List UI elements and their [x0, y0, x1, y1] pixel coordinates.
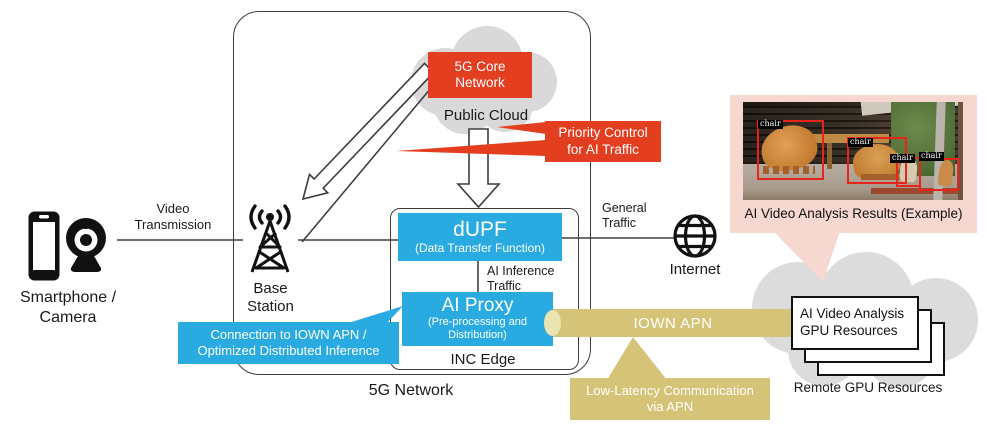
iown-apn-label: IOWN APN — [633, 314, 713, 332]
inc-edge-box — [390, 208, 579, 370]
detection-label-3: chair — [890, 153, 915, 163]
general-traffic-label: General Traffic — [602, 201, 647, 231]
photo-chair-2-base — [861, 174, 901, 180]
detection-label-4: chair — [919, 151, 944, 161]
analysis-photo: chair chair chair chair — [743, 102, 963, 200]
photo-wall-edge — [958, 102, 963, 200]
public-cloud-label: Public Cloud — [443, 107, 529, 124]
photo-table-leg — [827, 143, 832, 169]
priority-callout: Priority Control for AI Traffic — [545, 121, 661, 162]
five-g-core-label: 5G Core Network — [454, 58, 506, 90]
dupf-subtitle: (Data Transfer Function) — [414, 240, 546, 255]
inc-edge-label: INC Edge — [450, 351, 516, 368]
arrow-core-to-basestation — [301, 62, 435, 201]
smartphone-icon — [27, 210, 63, 282]
ai-proxy-box: AI Proxy (Pre-processing and Distributio… — [402, 292, 553, 346]
dupf-box: dUPF (Data Transfer Function) — [398, 213, 562, 261]
priority-callout-tails — [396, 122, 546, 156]
arrow-cloud-to-dupf — [456, 128, 501, 209]
connector-lines — [117, 87, 676, 293]
connection-callout-label: Connection to IOWN APN / Optimized Distr… — [197, 327, 380, 358]
five-g-core-box: 5G Core Network — [428, 52, 532, 98]
detection-label-2: chair — [848, 137, 873, 147]
detection-box-4 — [919, 158, 959, 191]
results-panel-tail — [773, 231, 840, 282]
five-g-network-box — [233, 11, 591, 375]
low-latency-callout-label: Low-Latency Communication via APN — [586, 383, 754, 414]
internet-label: Internet — [669, 261, 721, 278]
ai-inference-traffic-label: AI Inference Traffic — [487, 264, 555, 294]
internet-globe-icon — [671, 212, 719, 260]
connection-callout: Connection to IOWN APN / Optimized Distr… — [178, 322, 399, 364]
iown-apn-bar-cap — [544, 310, 561, 336]
low-latency-callout: Low-Latency Communication via APN — [570, 378, 770, 420]
iown-apn-bar: IOWN APN — [544, 309, 793, 337]
device-label: Smartphone / Camera — [19, 289, 117, 326]
video-transmission-label: Video Transmission — [134, 201, 212, 232]
photo-table — [771, 134, 889, 143]
results-panel: chair chair chair chair AI Video Analysi… — [730, 95, 977, 233]
detection-box-1 — [757, 120, 824, 180]
webcam-icon — [63, 213, 109, 281]
dupf-title: dUPF — [453, 217, 507, 241]
results-caption: AI Video Analysis Results (Example) — [744, 206, 963, 221]
gpu-resources-label: AI Video Analysis GPU Resources — [800, 306, 905, 338]
ai-proxy-subtitle: (Pre-processing and Distribution) — [427, 315, 528, 341]
photo-pipe — [871, 188, 963, 194]
five-g-network-label: 5G Network — [368, 382, 454, 399]
photo-chair-1-slats — [763, 166, 815, 174]
gpu-box-front: AI Video Analysis GPU Resources — [791, 296, 919, 350]
ai-proxy-title: AI Proxy — [441, 294, 514, 316]
base-station-label: Base Station — [247, 280, 294, 316]
remote-gpu-label: Remote GPU Resources — [793, 380, 943, 395]
base-station-icon — [239, 202, 301, 278]
priority-callout-label: Priority Control for AI Traffic — [558, 125, 648, 157]
detection-label-1: chair — [758, 119, 783, 129]
